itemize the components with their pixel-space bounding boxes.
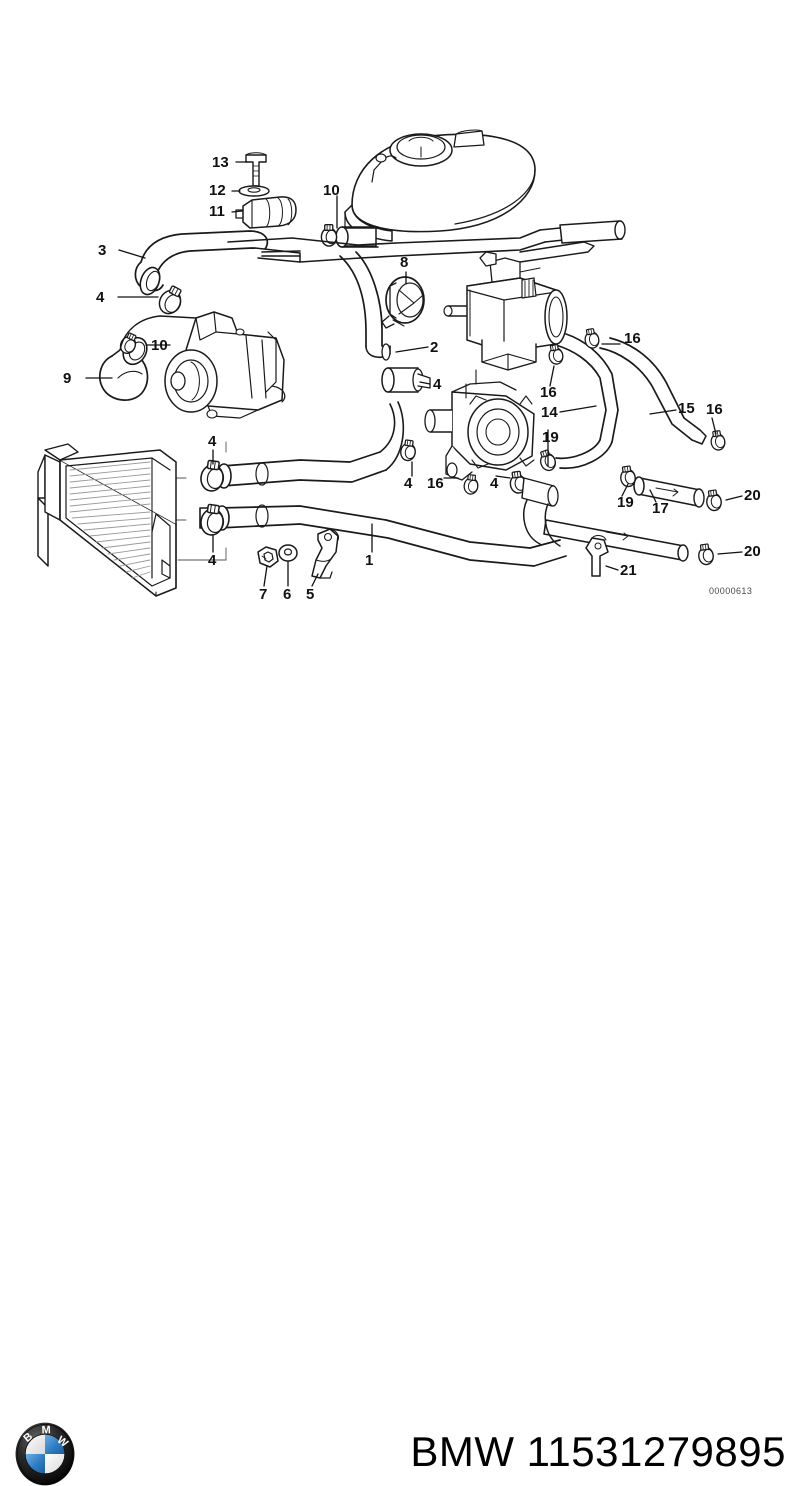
hose-3-part (134, 230, 301, 296)
pump-inlet-line (119, 315, 197, 351)
callout-16-d: 16 (427, 475, 444, 492)
brand-part-number: BMW 11531279895 (410, 1428, 786, 1475)
footer-bar: B M W BMW 11531279895 (0, 700, 800, 1486)
expansion-tank-part (344, 129, 536, 242)
temperature-sensor-11-part (235, 196, 297, 229)
hose-3-extension (261, 250, 301, 257)
callout-19-b: 19 (617, 494, 634, 511)
callout-15: 15 (678, 400, 695, 417)
callout-14: 14 (541, 404, 558, 421)
clamp-20-lower (696, 542, 715, 567)
callout-11: 11 (209, 203, 225, 220)
callout-7: 7 (259, 586, 268, 603)
thermostat-housing-part (443, 241, 595, 371)
callout-21: 21 (620, 562, 637, 579)
clamp-20-upper (704, 488, 723, 513)
callout-12: 12 (209, 182, 226, 199)
hose-15-part (599, 337, 707, 445)
callout-6: 6 (283, 586, 292, 603)
hose-14-part (555, 333, 619, 470)
callout-4-b: 4 (433, 376, 442, 393)
callout-1: 1 (365, 552, 374, 569)
parts-diagram: 1 2 3 4 4 4 4 4 4 5 6 7 8 9 10 10 11 12 … (0, 0, 800, 700)
clamp-8-part (381, 276, 425, 329)
clamp-16-right-15 (709, 429, 727, 452)
hose-2-part (339, 251, 431, 393)
callout-10-a: 10 (323, 182, 340, 199)
callout-4-c: 4 (208, 433, 217, 450)
callout-13: 13 (212, 154, 229, 171)
callout-16-b: 16 (540, 384, 557, 401)
callout-5: 5 (306, 586, 315, 603)
nut-7-part (257, 546, 279, 568)
callout-16-c: 16 (706, 401, 723, 418)
washer-12-part (238, 185, 270, 197)
callout-20-b: 20 (744, 543, 761, 560)
bracket-21-part (585, 535, 609, 577)
callout-17: 17 (652, 500, 669, 517)
water-neck-part (424, 369, 535, 481)
callout-4-d: 4 (208, 552, 217, 569)
hose-stub-upper-right (559, 220, 626, 244)
hose-1-part (199, 504, 567, 567)
callout-10-b: 10 (151, 337, 168, 354)
callout-4-f: 4 (490, 475, 499, 492)
bolt-13-part (245, 152, 267, 187)
callout-4-a: 4 (96, 289, 105, 306)
callout-19-a: 19 (542, 429, 559, 446)
callout-4-e: 4 (404, 475, 413, 492)
pipe-21-part (543, 519, 689, 562)
pipe-17-part (633, 476, 705, 508)
clamp-16-upper-right (582, 327, 601, 350)
hose-upper-radiator-row (216, 401, 405, 489)
callout-16-a: 16 (624, 330, 641, 347)
water-pump-part (164, 311, 286, 419)
callout-2: 2 (430, 339, 439, 356)
callout-20-a: 20 (744, 487, 761, 504)
callout-3: 3 (98, 242, 107, 259)
washer-6-part (278, 544, 298, 562)
drawing-reference-number: 00000613 (709, 586, 753, 596)
neck-hose-stubs (521, 477, 561, 547)
radiator-part (37, 443, 177, 597)
tank-outlet-hose (335, 226, 379, 248)
diagram-illustration (37, 129, 743, 597)
callout-8: 8 (400, 254, 409, 271)
callout-9: 9 (63, 370, 72, 387)
bracket-5-part (311, 528, 340, 579)
